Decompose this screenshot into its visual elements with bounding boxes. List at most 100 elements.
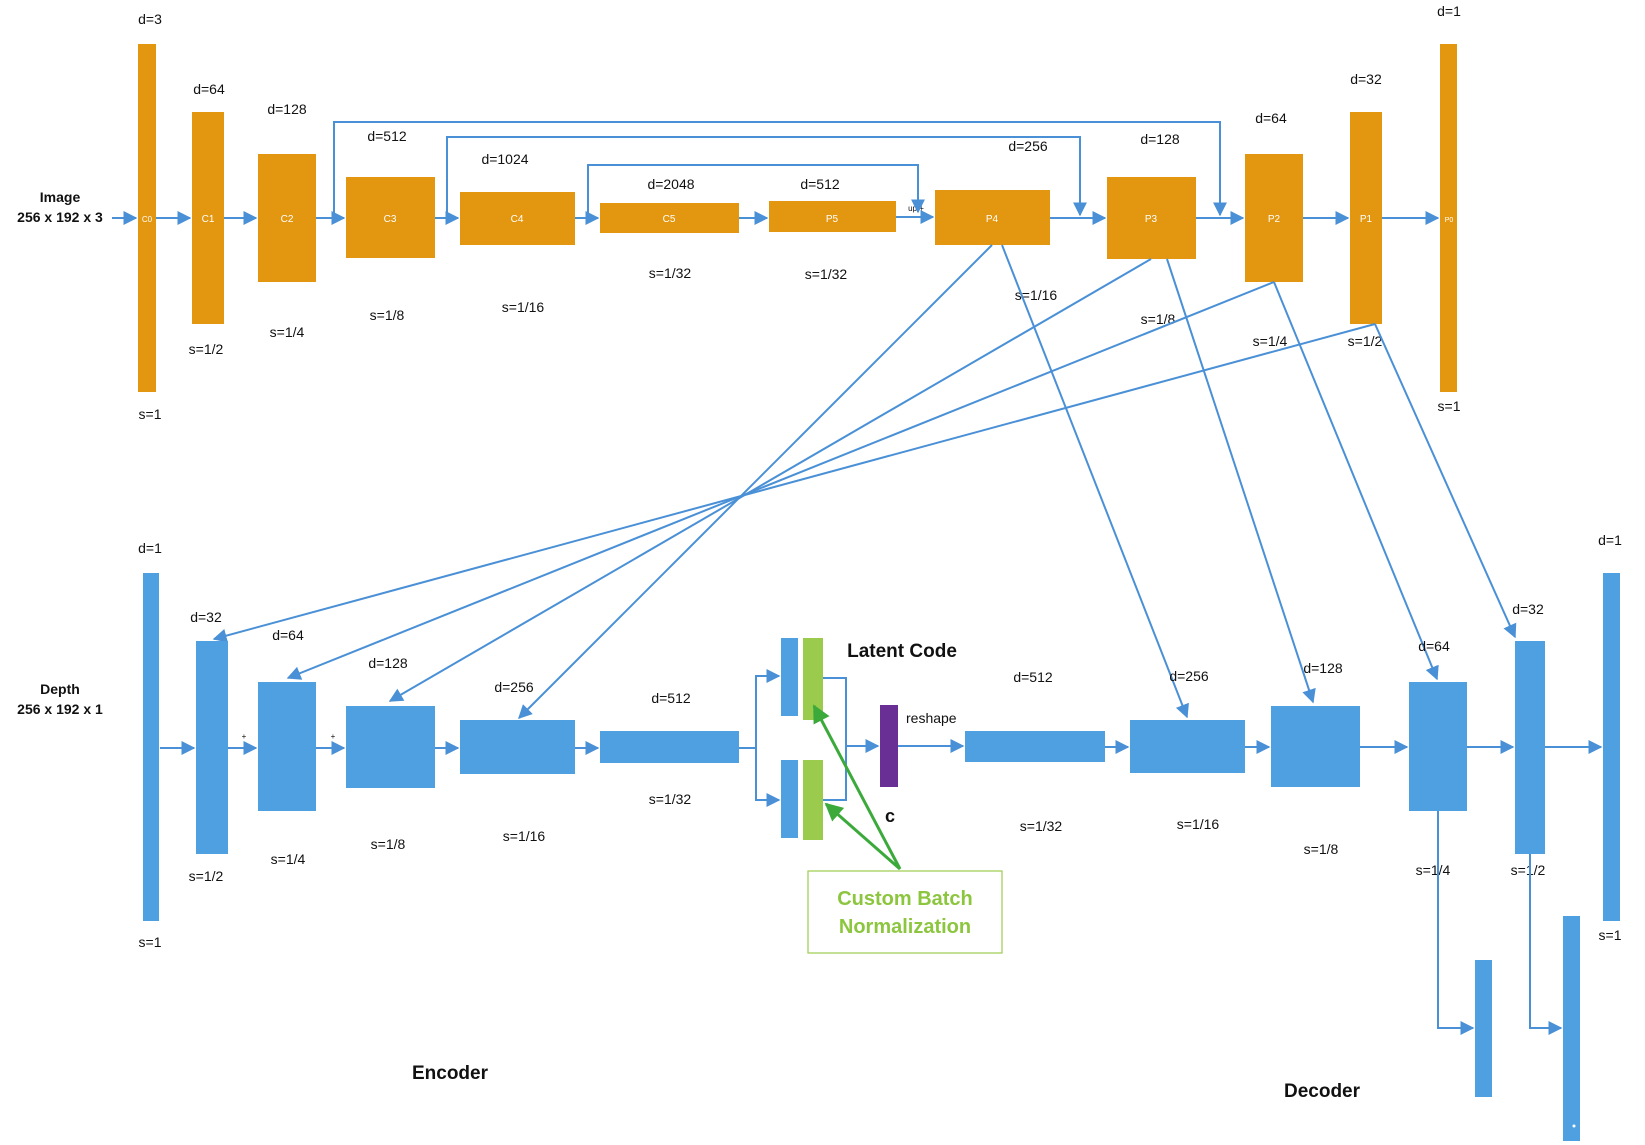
- d-d5: d=512: [1013, 669, 1053, 685]
- c-label: c: [885, 806, 895, 826]
- block-c1: [192, 112, 224, 324]
- d-d2: d=64: [1418, 638, 1450, 654]
- label-c5: C5: [663, 214, 676, 225]
- depth-row-subtitle: 256 x 192 x 1: [17, 701, 103, 717]
- s-d2: s=1/4: [1416, 862, 1451, 878]
- s-c1: s=1/2: [189, 341, 224, 357]
- label-c3: C3: [384, 214, 397, 225]
- depth-blocks: [143, 573, 1620, 1141]
- block-e0: [143, 573, 159, 921]
- label-p1: P1: [1360, 214, 1373, 225]
- s-c5: s=1/32: [649, 265, 692, 281]
- s-e0: s=1: [139, 934, 162, 950]
- d-c1: d=64: [193, 81, 225, 97]
- s-p3: s=1/8: [1141, 311, 1176, 327]
- d-e4: d=256: [494, 679, 534, 695]
- label-p5: P5: [826, 214, 839, 225]
- cbn-line1: Custom Batch: [837, 888, 973, 910]
- cross-connections-decoder: [1001, 244, 1517, 719]
- depth-depth-labels: d=1 d=32 d=64 d=128 d=256 d=512 d=512 d=…: [138, 532, 1622, 706]
- s-e4: s=1/16: [503, 828, 546, 844]
- block-d0: [1603, 573, 1620, 921]
- s-d0: s=1: [1599, 927, 1622, 943]
- block-d3: [1271, 706, 1360, 787]
- block-c3: [346, 177, 435, 258]
- block-p3: [1107, 177, 1196, 259]
- d-c3: d=512: [367, 128, 407, 144]
- d-e3: d=128: [368, 655, 408, 671]
- d-p4: d=256: [1008, 138, 1048, 154]
- s-c4: s=1/16: [502, 299, 545, 315]
- block-p0: [1440, 44, 1457, 392]
- block-d1: [1515, 641, 1545, 854]
- cbn-pointer-bottom: [824, 802, 901, 871]
- image-row-subtitle: 256 x 192 x 3: [17, 209, 103, 225]
- d-e1: d=32: [190, 609, 222, 625]
- decoder-label: Decoder: [1284, 1081, 1361, 1102]
- encoder-label: Encoder: [412, 1063, 489, 1084]
- d-p5: d=512: [800, 176, 840, 192]
- block-e1: [196, 641, 228, 854]
- upadd-label: up +: [908, 204, 924, 213]
- block-cbn-bottom: [803, 760, 823, 840]
- block-sigma: [781, 760, 798, 838]
- block-c5: [600, 203, 739, 233]
- image-row-title: Image: [40, 189, 81, 205]
- label-c1: C1: [202, 214, 215, 225]
- cross-connections-encoder: [212, 244, 1376, 719]
- d-p0: d=1: [1437, 3, 1461, 19]
- label-p0: P0: [1445, 217, 1454, 224]
- block-e2: [258, 682, 316, 811]
- s-d3: s=1/8: [1304, 841, 1339, 857]
- cbn-box: [807, 870, 1003, 954]
- d-p2: d=64: [1255, 110, 1287, 126]
- label-c2: C2: [281, 214, 294, 225]
- block-p1: [1350, 112, 1382, 324]
- d-p3: d=128: [1140, 131, 1180, 147]
- d-c5: d=2048: [647, 176, 694, 192]
- d-d3: d=128: [1303, 660, 1343, 676]
- block-cbn-top: [803, 638, 823, 720]
- depth-row-title: Depth: [40, 681, 80, 697]
- block-p2: [1245, 154, 1303, 282]
- s-d4: s=1/16: [1177, 816, 1220, 832]
- label-c4: C4: [511, 214, 524, 225]
- block-d2: [1409, 682, 1467, 811]
- block-e3: [346, 706, 435, 788]
- block-c0: [138, 44, 156, 392]
- s-c2: s=1/4: [270, 324, 305, 340]
- label-p2: P2: [1268, 214, 1281, 225]
- cbn-pointer-top: [812, 704, 902, 870]
- plus-sign-1: +: [242, 732, 247, 741]
- label-c0: C0: [142, 215, 153, 224]
- block-d4: [1130, 720, 1245, 773]
- image-blocks: [138, 44, 1457, 392]
- depth-scale-labels: s=1 s=1/2 s=1/4 s=1/8 s=1/16 s=1/32 s=1/…: [139, 791, 1622, 950]
- s-c0: s=1: [139, 406, 162, 422]
- s-d5: s=1/32: [1020, 818, 1063, 834]
- block-c2: [258, 154, 316, 282]
- d-e0: d=1: [138, 540, 162, 556]
- cbn-annotation: Custom Batch Normalization: [807, 704, 1003, 954]
- d-e5: d=512: [651, 690, 691, 706]
- d-d4: d=256: [1169, 668, 1209, 684]
- cbn-blocks: [803, 638, 823, 840]
- block-e4: [460, 720, 575, 774]
- d-e2: d=64: [272, 627, 304, 643]
- d-c2: d=128: [267, 101, 307, 117]
- block-p4: [935, 190, 1050, 245]
- tiny-dot: [1572, 1124, 1576, 1128]
- s-p1: s=1/2: [1348, 333, 1383, 349]
- reshape-label: reshape: [906, 710, 957, 726]
- s-e2: s=1/4: [271, 851, 306, 867]
- image-flow-arrows: [112, 210, 1440, 225]
- cbn-line2: Normalization: [839, 916, 971, 938]
- s-d1: s=1/2: [1511, 862, 1546, 878]
- d-d0: d=1: [1598, 532, 1622, 548]
- block-d5: [965, 731, 1105, 762]
- plus-sign-2: +: [331, 732, 336, 741]
- skip-connections: [333, 121, 1227, 218]
- image-block-labels: C0 C1 C2 C3 C4 C5 P5 P4 P3 P2 P1 P0: [142, 214, 1454, 225]
- s-e3: s=1/8: [371, 836, 406, 852]
